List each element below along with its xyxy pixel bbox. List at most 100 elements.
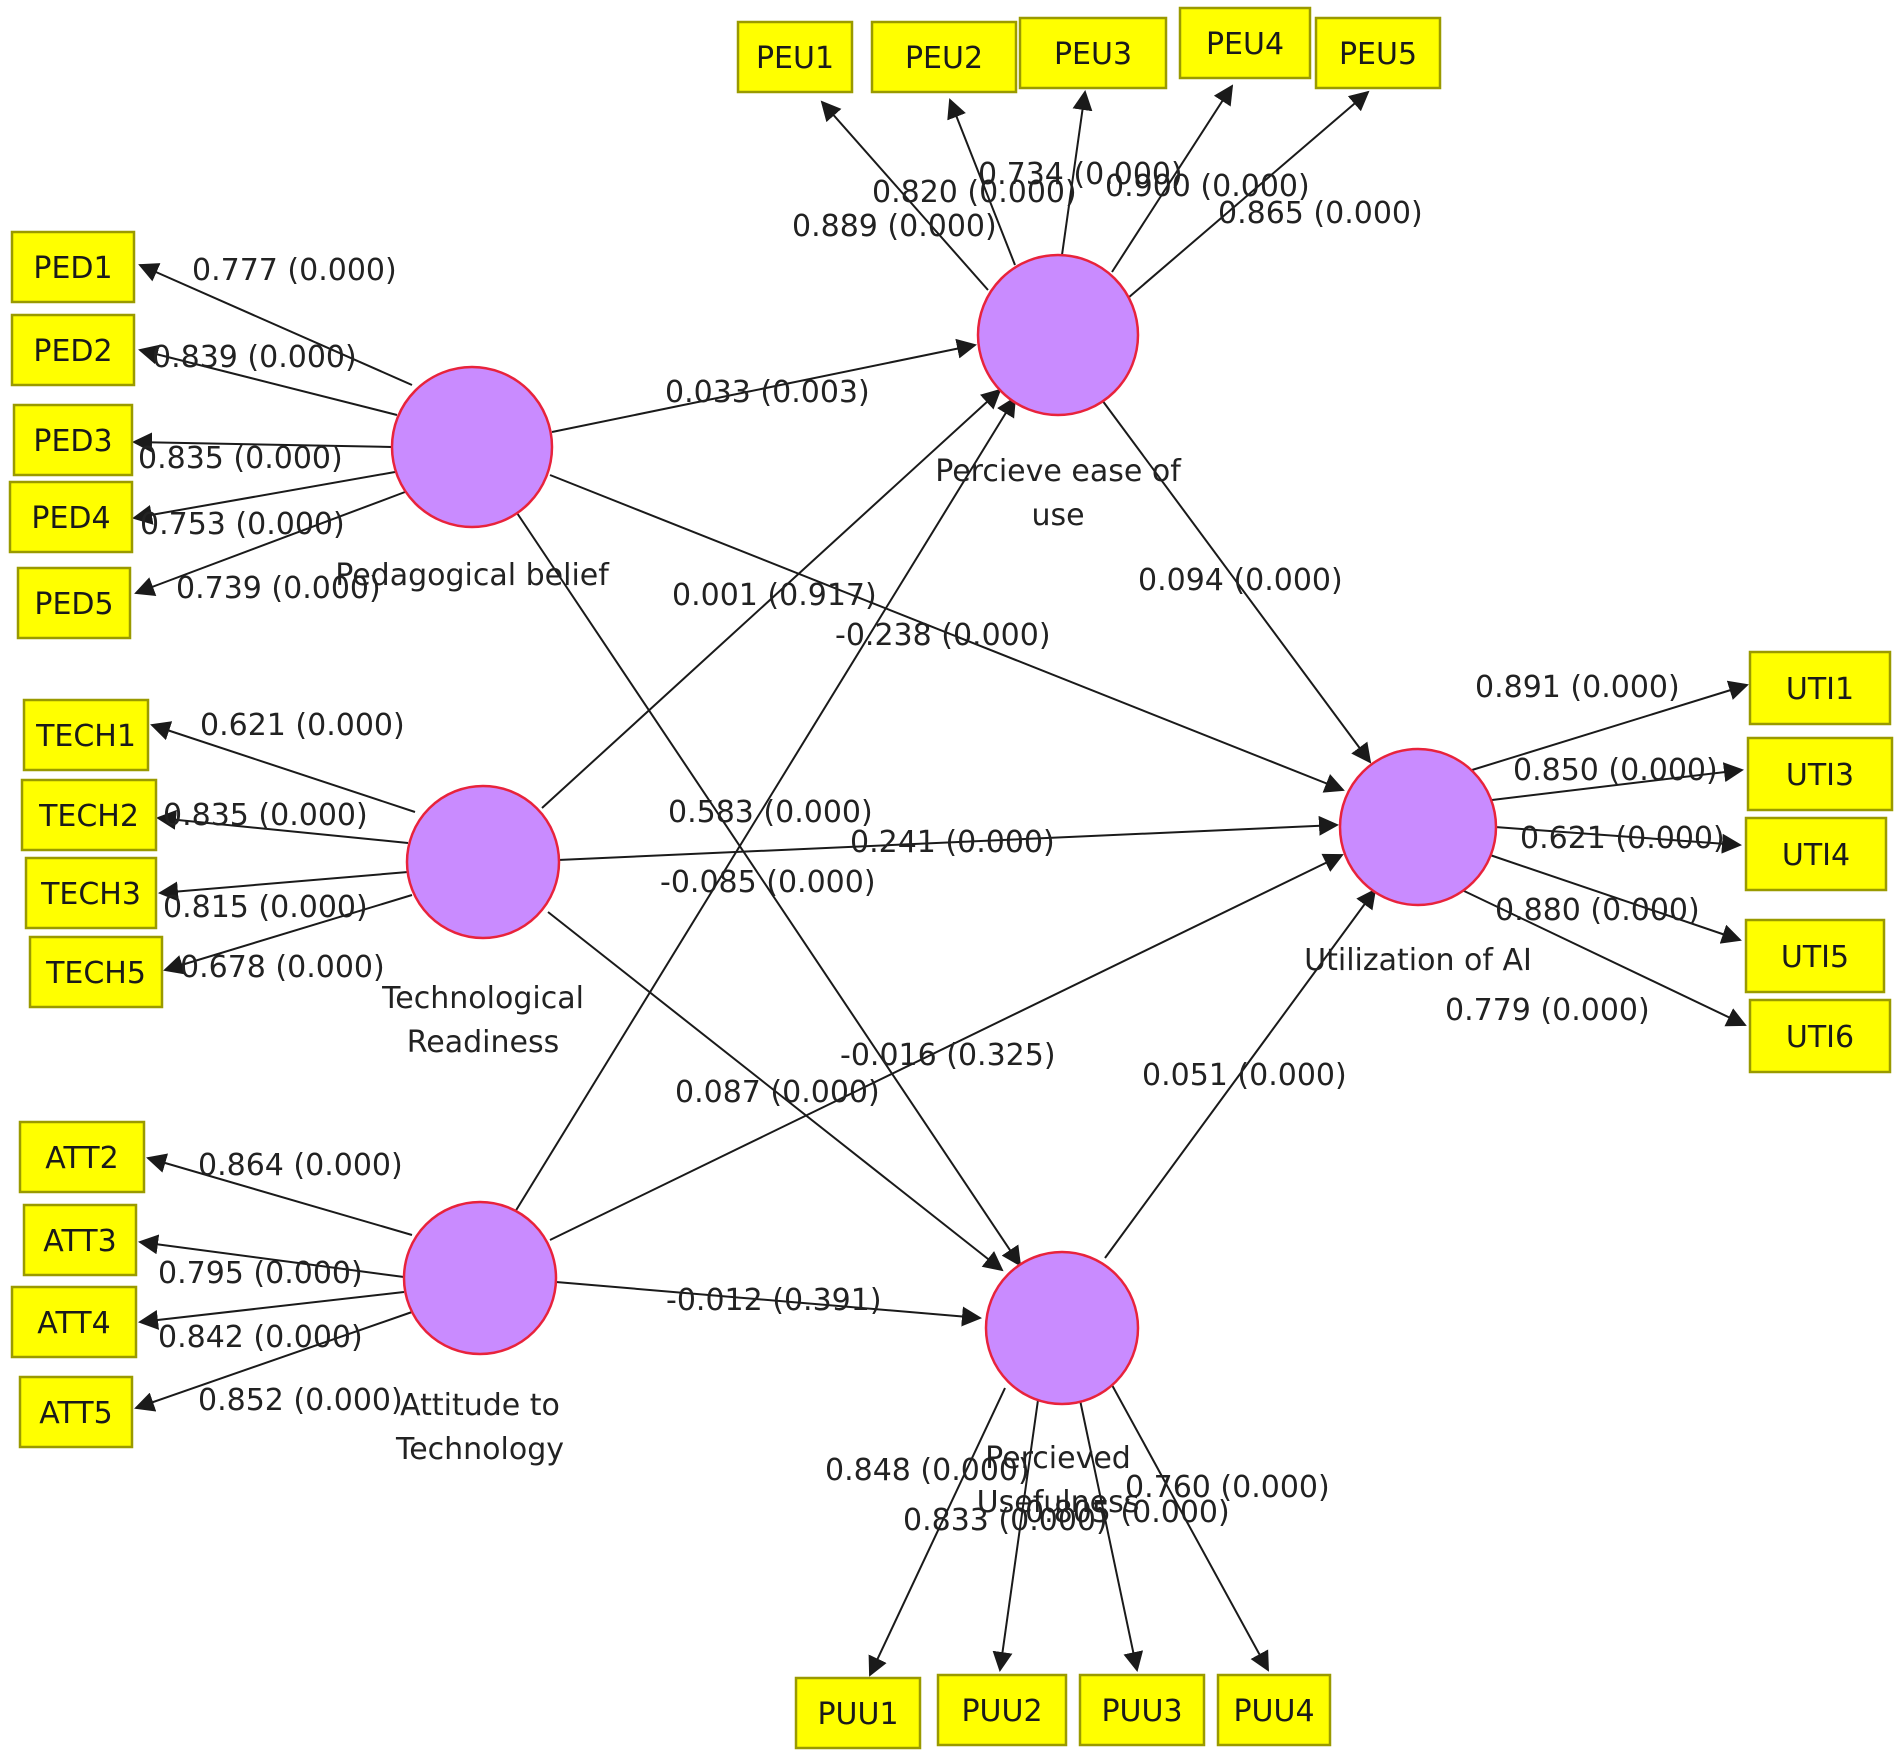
indicator-label-tech1: TECH1 bbox=[35, 719, 136, 754]
loading-label-att5: 0.852 (0.000) bbox=[198, 1383, 403, 1418]
loading-label-tech5: 0.678 (0.000) bbox=[180, 950, 385, 985]
path-label-puu-uti: 0.051 (0.000) bbox=[1142, 1058, 1347, 1093]
path-ped-uti bbox=[549, 474, 1345, 793]
indicator-tech5[interactable]: TECH5 bbox=[28, 935, 164, 1009]
loading-line-tech3 bbox=[158, 871, 409, 902]
latent-label-peu-line1: Percieve ease of bbox=[935, 454, 1182, 489]
path-label-att-uti: -0.016 (0.325) bbox=[840, 1038, 1056, 1073]
path-label-peu-uti: 0.094 (0.000) bbox=[1138, 563, 1343, 598]
indicator-peu3[interactable]: PEU3 bbox=[1018, 16, 1168, 90]
indicator-peu2[interactable]: PEU2 bbox=[870, 20, 1018, 94]
loading-label-puu4: 0.760 (0.000) bbox=[1125, 1470, 1330, 1505]
latent-percieved-usefulness[interactable] bbox=[984, 1250, 1140, 1406]
loading-line-ped2 bbox=[138, 344, 398, 416]
loading-label-peu3: 0.734 (0.000) bbox=[978, 157, 1183, 192]
indicator-label-ped2: PED2 bbox=[33, 334, 112, 369]
indicator-uti4[interactable]: UTI4 bbox=[1744, 816, 1888, 892]
loading-label-peu2: 0.820 (0.000) bbox=[872, 175, 1077, 210]
indicator-label-puu3: PUU3 bbox=[1101, 1694, 1182, 1729]
loading-label-att4: 0.842 (0.000) bbox=[158, 1320, 363, 1355]
loading-label-puu1: 0.848 (0.000) bbox=[825, 1453, 1030, 1488]
loading-label-tech3: 0.815 (0.000) bbox=[163, 890, 368, 925]
loading-label-peu4: 0.900 (0.000) bbox=[1105, 169, 1310, 204]
indicator-uti3[interactable]: UTI3 bbox=[1746, 736, 1894, 812]
indicator-att3[interactable]: ATT3 bbox=[22, 1203, 138, 1277]
indicator-peu1[interactable]: PEU1 bbox=[736, 20, 854, 94]
path-att-puu bbox=[555, 1281, 982, 1327]
loading-line-att5 bbox=[134, 1311, 413, 1412]
loading-label-uti5: 0.880 (0.000) bbox=[1495, 893, 1700, 928]
loading-label-tech1: 0.621 (0.000) bbox=[200, 708, 405, 743]
indicator-ped3[interactable]: PED3 bbox=[12, 403, 134, 477]
indicator-peu5[interactable]: PEU5 bbox=[1314, 16, 1442, 90]
indicator-ped4[interactable]: PED4 bbox=[8, 480, 134, 554]
loading-line-uti1 bbox=[1471, 680, 1749, 771]
indicator-label-ped4: PED4 bbox=[31, 501, 110, 536]
latent-label-tech-line1: Technological bbox=[381, 981, 584, 1016]
loading-line-ped5 bbox=[134, 491, 406, 597]
loading-line-peu2 bbox=[947, 98, 1016, 266]
indicator-uti6[interactable]: UTI6 bbox=[1748, 998, 1892, 1074]
indicator-peu4[interactable]: PEU4 bbox=[1178, 6, 1312, 80]
indicator-label-ped3: PED3 bbox=[33, 424, 112, 459]
latent-technological-readiness[interactable] bbox=[405, 784, 561, 940]
path-label-ped-uti: -0.238 (0.000) bbox=[835, 618, 1051, 653]
indicator-label-peu3: PEU3 bbox=[1054, 37, 1132, 72]
loading-line-uti6 bbox=[1461, 889, 1747, 1027]
indicator-tech2[interactable]: TECH2 bbox=[20, 778, 158, 852]
indicator-uti1[interactable]: UTI1 bbox=[1748, 650, 1892, 726]
indicator-label-tech5: TECH5 bbox=[45, 956, 146, 991]
indicator-label-uti3: UTI3 bbox=[1786, 758, 1854, 793]
latent-pedagogical-belief[interactable] bbox=[390, 365, 554, 529]
indicator-ped2[interactable]: PED2 bbox=[10, 313, 136, 387]
indicator-tech1[interactable]: TECH1 bbox=[22, 698, 150, 772]
indicator-puu3[interactable]: PUU3 bbox=[1078, 1673, 1206, 1747]
indicator-att5[interactable]: ATT5 bbox=[18, 1375, 134, 1449]
indicator-label-att2: ATT2 bbox=[45, 1141, 118, 1176]
loading-line-ped3 bbox=[132, 432, 393, 453]
loading-label-puu3: 0.805 (0.000) bbox=[1025, 1495, 1230, 1530]
loading-line-peu3 bbox=[1061, 90, 1093, 256]
latent-label-att-line1: Attitude to bbox=[400, 1388, 560, 1423]
latent-percieve-ease-of-use[interactable] bbox=[976, 253, 1140, 417]
indicator-label-peu1: PEU1 bbox=[756, 41, 834, 76]
indicator-att4[interactable]: ATT4 bbox=[10, 1285, 138, 1359]
path-ped-peu bbox=[551, 338, 977, 433]
latent-attitude-to-technology[interactable] bbox=[402, 1200, 558, 1356]
indicator-tech3[interactable]: TECH3 bbox=[24, 856, 158, 930]
loading-label-uti3: 0.850 (0.000) bbox=[1513, 753, 1718, 788]
indicator-puu1[interactable]: PUU1 bbox=[794, 1676, 922, 1750]
indicator-puu4[interactable]: PUU4 bbox=[1216, 1673, 1332, 1747]
loading-label-uti1: 0.891 (0.000) bbox=[1475, 670, 1680, 705]
loading-line-tech5 bbox=[163, 894, 413, 975]
indicator-label-ped5: PED5 bbox=[34, 587, 113, 622]
loading-line-att2 bbox=[146, 1153, 413, 1236]
path-tech-peu bbox=[541, 388, 1002, 809]
indicator-att2[interactable]: ATT2 bbox=[18, 1120, 146, 1194]
loading-label-uti6: 0.779 (0.000) bbox=[1445, 993, 1650, 1028]
loading-line-puu3 bbox=[1079, 1399, 1144, 1672]
latent-utilization-of-ai[interactable] bbox=[1338, 747, 1498, 907]
loading-label-ped2: 0.839 (0.000) bbox=[152, 340, 357, 375]
path-label-att-peu: -0.085 (0.000) bbox=[660, 865, 876, 900]
latent-labels: Pedagogical belief Technological Readine… bbox=[335, 454, 1532, 1520]
path-label-tech-peu: 0.001 (0.917) bbox=[672, 578, 877, 613]
indicator-label-puu1: PUU1 bbox=[817, 1697, 898, 1732]
loading-line-puu4 bbox=[1111, 1384, 1269, 1672]
latent-variables bbox=[390, 253, 1498, 1406]
indicator-label-puu2: PUU2 bbox=[961, 1694, 1042, 1729]
loading-label-tech2: 0.835 (0.000) bbox=[163, 798, 368, 833]
loading-line-tech2 bbox=[156, 809, 409, 844]
indicator-label-ped1: PED1 bbox=[33, 251, 112, 286]
loading-label-att2: 0.864 (0.000) bbox=[198, 1148, 403, 1183]
latent-label-ped-line1: Pedagogical belief bbox=[335, 558, 610, 593]
loading-line-peu5 bbox=[1127, 90, 1370, 299]
indicator-label-tech2: TECH2 bbox=[38, 799, 139, 834]
indicator-ped5[interactable]: PED5 bbox=[16, 566, 132, 640]
path-att-uti bbox=[549, 853, 1344, 1241]
indicator-puu2[interactable]: PUU2 bbox=[936, 1673, 1068, 1747]
indicator-uti5[interactable]: UTI5 bbox=[1744, 918, 1886, 994]
loading-label-peu5: 0.865 (0.000) bbox=[1218, 196, 1423, 231]
indicator-ped1[interactable]: PED1 bbox=[10, 230, 136, 304]
indicator-label-att3: ATT3 bbox=[43, 1224, 116, 1259]
